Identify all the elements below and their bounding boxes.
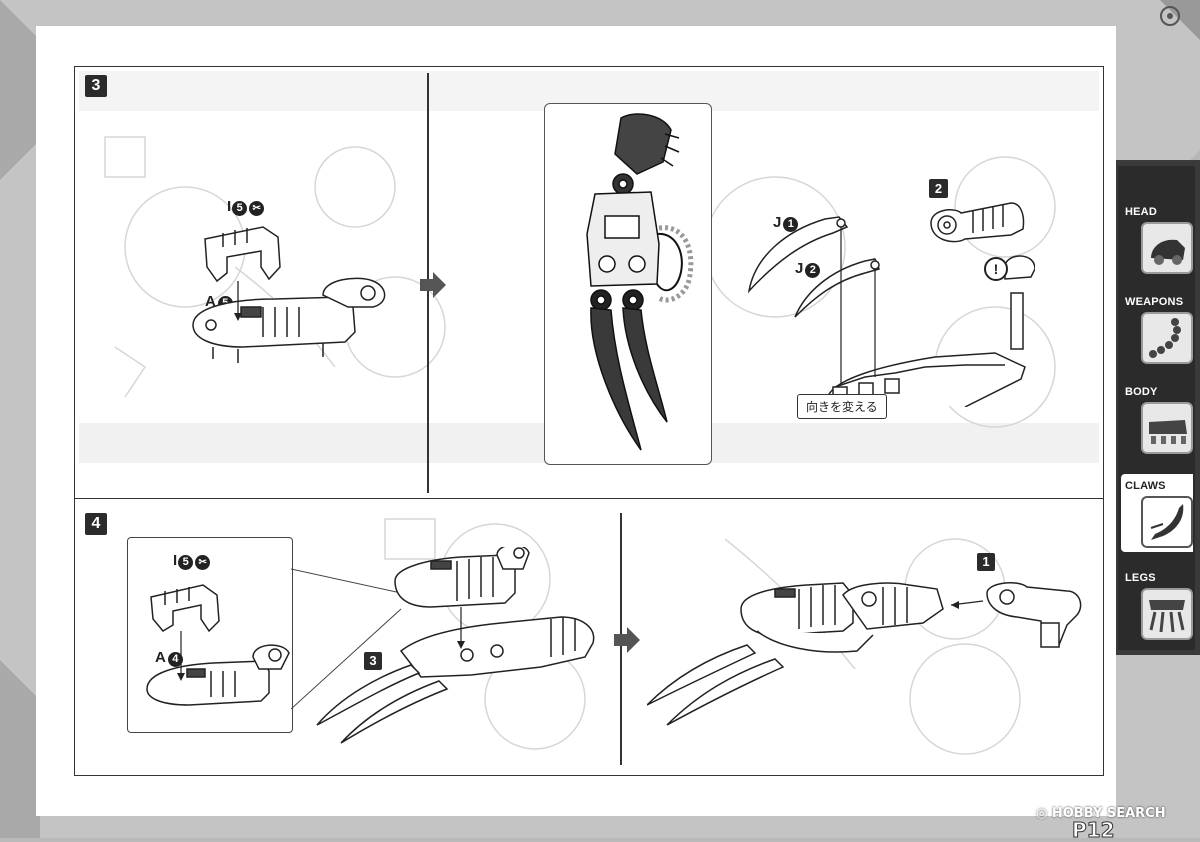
final-claw-drawing (647, 581, 1082, 726)
cut-icon: ✂ (195, 555, 211, 570)
step-3-panel: 3 I5✂ A5 (74, 66, 1104, 500)
claw-completed-preview (544, 103, 712, 465)
sidebar-tab-claws-active[interactable]: CLAWS (1121, 474, 1193, 552)
sidebar-tab-head[interactable]: HEAD (1121, 200, 1193, 278)
claw-blades-part-drawing (747, 216, 1035, 407)
next-arrow-icon (614, 627, 640, 653)
caution-icon: ! (984, 257, 1008, 281)
legs-icon (1141, 588, 1193, 640)
head-icon (1141, 222, 1193, 274)
inset-part-drawing (146, 584, 290, 706)
sidebar-tab-label: WEAPONS (1125, 296, 1184, 308)
part-number-circle: 2 (805, 263, 821, 278)
claw-assembly-drawing (316, 547, 595, 744)
step-number-badge: 4 (85, 513, 107, 535)
claw-cover-part-drawing (192, 226, 386, 363)
watermark-mark-icon: ◎ (1036, 806, 1052, 821)
claw-joint-part-drawing (930, 202, 1025, 243)
sidebar-tab-label: BODY (1125, 386, 1158, 398)
part-number-circle: 5 (232, 201, 248, 216)
next-arrow-icon (420, 272, 446, 298)
sidebar-tab-label: LEGS (1125, 572, 1156, 584)
part-number-circle: 4 (167, 652, 183, 667)
sidebar-tab-label: HEAD (1125, 206, 1157, 218)
cut-icon: ✂ (249, 201, 265, 216)
weapons-icon (1141, 312, 1193, 364)
direction-note: 向きを変える (797, 394, 887, 419)
ref-step-badge: 3 (364, 652, 382, 670)
substep-number-badge: 1 (977, 553, 995, 571)
sidebar-tab-body[interactable]: BODY (1121, 380, 1193, 458)
inset-callout-lines (291, 568, 402, 710)
sidebar-tab-label: CLAWS (1125, 480, 1166, 492)
watermark-logo: ◎ HOBBY SEARCH (1036, 806, 1166, 821)
body-icon (1141, 402, 1193, 454)
claws-icon (1141, 496, 1193, 548)
substep-number-badge: 2 (929, 179, 948, 198)
page-number: P12 (1072, 818, 1115, 842)
step-number-badge: 3 (85, 75, 107, 97)
sidebar-tab-weapons[interactable]: WEAPONS (1121, 290, 1193, 368)
sidebar-tab-legs[interactable]: LEGS (1121, 566, 1193, 644)
part-number-circle: 1 (783, 217, 799, 232)
part-number-circle: 5 (178, 555, 194, 570)
